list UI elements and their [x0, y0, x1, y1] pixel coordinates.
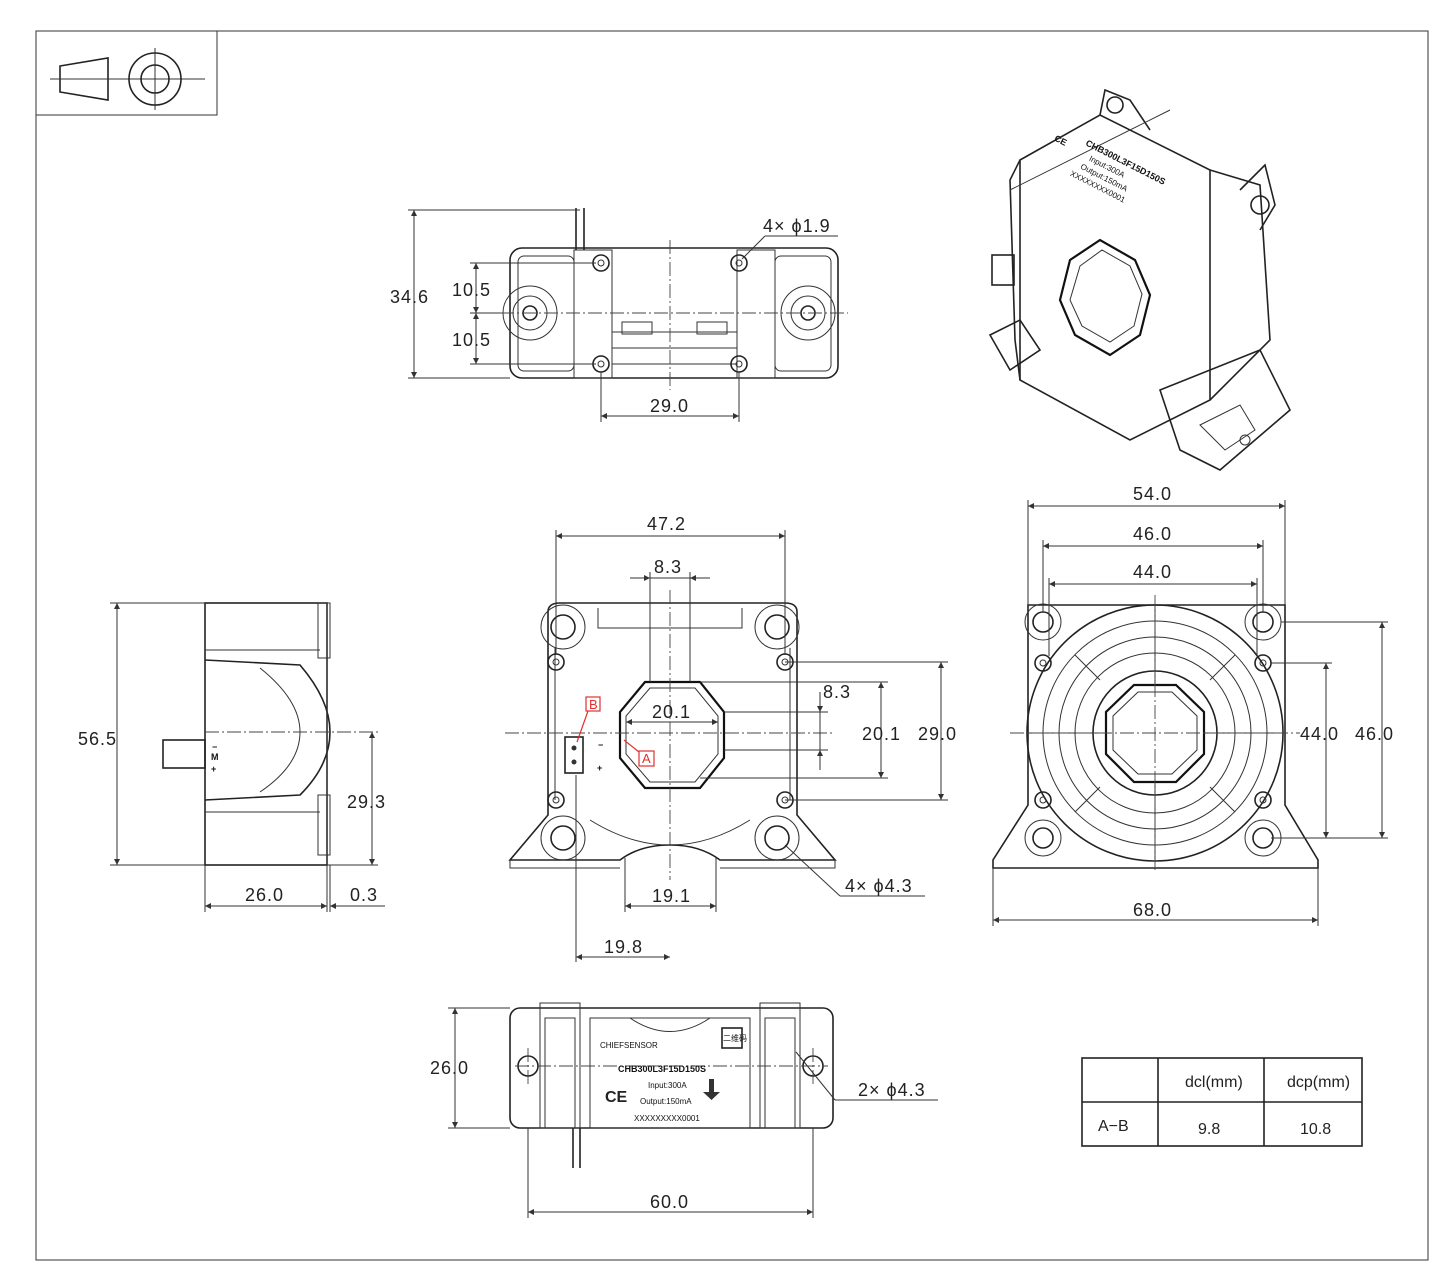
clearance-table [1081, 1057, 1363, 1147]
bottom-serial: XXXXXXXXX0001 [634, 1114, 700, 1123]
bottom-model: CHB300L3F15D150S [618, 1064, 706, 1074]
bottom-logo: CHIEFSENSOR [600, 1041, 658, 1050]
bottom-view [509, 1002, 834, 1168]
front-width-dim: 47.2 [647, 514, 686, 534]
top-pitch-upper: 10.5 [452, 280, 491, 300]
bottom-output: Output:150mA [640, 1097, 692, 1106]
back-width-mid: 46.0 [1133, 524, 1172, 544]
isometric-view: CHB300L3F15D150S Input:300A Output:150mA… [988, 88, 1291, 471]
bottom-holes-callout: 2× ϕ4.3 [858, 1080, 926, 1100]
sheet-border [35, 30, 1429, 1261]
front-aperture-width: 8.3 [654, 557, 682, 577]
front-pin-minus: − [598, 740, 603, 750]
front-holes-callout: 4× ϕ4.3 [845, 876, 913, 896]
side-center-dim: 29.3 [347, 792, 386, 812]
side-depth-dim: 26.0 [245, 885, 284, 905]
side-view-dimensions [110, 602, 385, 912]
bottom-input: Input:300A [648, 1081, 687, 1090]
front-base-slot: 19.1 [652, 886, 691, 906]
iso-ce-mark: CE [1053, 133, 1069, 148]
top-holes-callout: 4× ϕ1.9 [763, 216, 831, 236]
table-row-pair: A−B [1098, 1118, 1129, 1135]
back-width-inner: 44.0 [1133, 562, 1172, 582]
projection-symbol [35, 30, 218, 116]
side-view [162, 602, 380, 912]
front-view-dimensions [555, 530, 948, 962]
side-height-dim: 56.5 [78, 729, 117, 749]
front-height-dim: 29.0 [918, 724, 957, 744]
back-view-dimensions [992, 500, 1388, 926]
front-offset-dim: 19.8 [604, 937, 643, 957]
back-base-width: 68.0 [1133, 900, 1172, 920]
marker-a: A [642, 751, 651, 766]
side-offset-dim: 0.3 [350, 885, 378, 905]
bottom-view-dimensions [448, 1007, 938, 1218]
top-pitch-lower: 10.5 [452, 330, 491, 350]
top-view [500, 208, 848, 390]
qr-label: 二维码 [723, 1033, 747, 1043]
front-aperture-height: 8.3 [823, 682, 851, 702]
side-pin-m: M [211, 752, 219, 762]
front-octagon-width: 20.1 [652, 702, 691, 722]
front-pin-plus: + [597, 763, 602, 773]
top-view-dimensions [408, 209, 838, 422]
back-height-inner: 44.0 [1300, 724, 1339, 744]
bottom-width-dim: 60.0 [650, 1192, 689, 1212]
top-width-dim: 29.0 [650, 396, 689, 416]
marker-b: B [589, 697, 598, 712]
table-header-dcl: dcl(mm) [1185, 1074, 1243, 1091]
bottom-height-dim: 26.0 [430, 1058, 469, 1078]
side-pin-minus: − [212, 742, 217, 752]
back-height-outer: 46.0 [1355, 724, 1394, 744]
back-width-outer: 54.0 [1133, 484, 1172, 504]
table-row-dcl: 9.8 [1198, 1121, 1220, 1138]
bottom-ce-mark: CE [605, 1089, 628, 1106]
top-height-dim: 34.6 [390, 287, 429, 307]
table-row-dcp: 10.8 [1300, 1121, 1331, 1138]
side-pin-plus: + [211, 764, 216, 774]
front-octagon-height: 20.1 [862, 724, 901, 744]
front-view [505, 590, 837, 880]
table-header-dcp: dcp(mm) [1287, 1074, 1350, 1091]
back-view [992, 595, 1319, 870]
